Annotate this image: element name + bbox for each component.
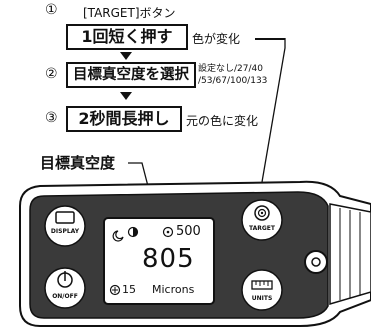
lcd-reading: 805 [142, 244, 195, 274]
step1-heading: [TARGET]ボタン [83, 6, 176, 20]
display-button-disc [44, 205, 86, 247]
display-icon [55, 211, 75, 224]
moon-icon [112, 230, 124, 242]
target-icon [254, 205, 270, 221]
step3-note: 元の色に変化 [186, 114, 259, 128]
step2-number: ② [45, 66, 58, 82]
arrow-down-icon [120, 52, 132, 60]
step1-number: ① [45, 2, 58, 18]
step2-note-line2: /53/67/100/133 [198, 76, 268, 86]
target-button[interactable]: TARGET [248, 225, 275, 232]
step1-note: 色が変化 [192, 32, 241, 46]
target-small-icon [162, 226, 174, 238]
timer-icon [109, 284, 121, 296]
step1-box: 1回短く押す [66, 24, 188, 50]
step3-box: 2秒間長押し [66, 106, 182, 132]
onoff-button-disc [44, 267, 86, 309]
lcd-target-value: 500 [176, 224, 201, 239]
arrow-down-icon [120, 92, 132, 100]
step1-leader-h [255, 38, 285, 40]
ruler-icon [251, 280, 273, 290]
display-button[interactable]: DISPLAY [50, 228, 80, 235]
step2-note-line1: 設定なし/27/40 [198, 64, 263, 74]
step3-number: ③ [45, 110, 58, 126]
units-button-disc [241, 269, 283, 311]
lcd-screen [103, 217, 215, 305]
lcd-timer: 15 [122, 283, 136, 296]
lcd-units: Microns [152, 283, 195, 296]
target-leader-line [261, 38, 286, 183]
step2-box: 目標真空度を選択 [66, 62, 196, 88]
callout-target-vacuum: 目標真空度 [40, 154, 116, 172]
units-button[interactable]: UNITS [251, 295, 273, 302]
onoff-button[interactable]: ON/OFF [52, 293, 78, 300]
